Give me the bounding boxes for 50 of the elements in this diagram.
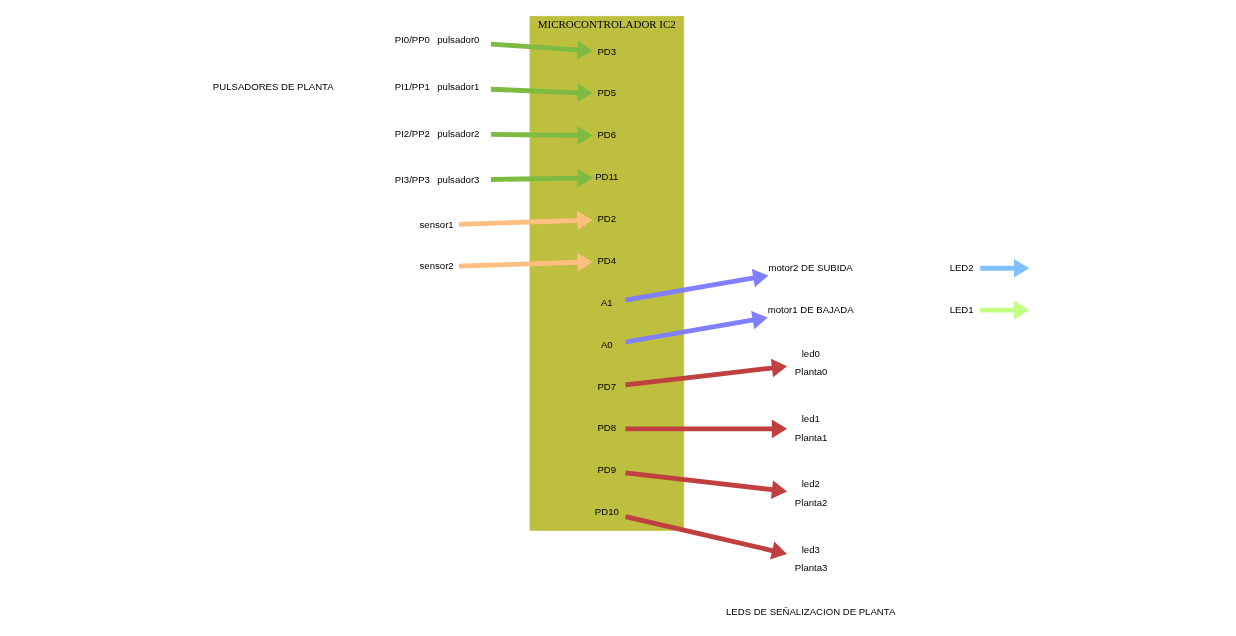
- node-text: LED1: [949, 303, 974, 315]
- node-text: led1: [801, 413, 820, 425]
- node-text: motor1 DE BAJADA: [767, 303, 854, 315]
- arrow: [458, 211, 593, 230]
- node-text: PD3: [597, 45, 617, 57]
- node-text: PD2: [597, 213, 617, 225]
- arrow: [490, 83, 593, 103]
- node-text: PD10: [594, 506, 619, 518]
- node-text: LED2: [949, 261, 974, 273]
- arrow: [625, 470, 788, 499]
- node-label: PI2/PP2: [394, 127, 430, 139]
- arrow: [490, 40, 593, 60]
- node-label: PI3/PP3: [394, 174, 430, 186]
- node-text: pulsador1: [437, 80, 480, 92]
- node-label: Planta1: [794, 431, 828, 443]
- arrow: [624, 514, 787, 560]
- arrow: [458, 253, 593, 272]
- node-text: A0: [600, 338, 613, 350]
- node-text: pulsador2: [437, 127, 480, 139]
- node-text: PD4: [597, 254, 617, 266]
- node-label: Planta0: [794, 366, 828, 378]
- node-text: PD7: [597, 380, 617, 392]
- arrow: [625, 268, 769, 303]
- node-text: sensor1: [419, 218, 454, 230]
- node-text: A1: [600, 296, 613, 308]
- node-text: PD9: [597, 464, 617, 476]
- node-label: PI0/PP0: [394, 34, 430, 46]
- node-text: PD11: [595, 171, 619, 183]
- node-text: PD8: [597, 422, 617, 434]
- arrow: [980, 300, 1030, 320]
- node-label: Planta2: [794, 496, 828, 508]
- node-text: led2: [801, 478, 820, 490]
- label: PULSADORES DE PLANTA: [212, 80, 334, 92]
- node-text: led0: [801, 347, 820, 359]
- node-text: sensor2: [419, 260, 454, 272]
- arrow: [625, 358, 788, 388]
- arrow: [625, 419, 788, 439]
- node-text: led3: [801, 543, 820, 555]
- arrow: [625, 310, 768, 345]
- arrow: [980, 258, 1030, 278]
- node-text: motor2 DE SUBIDA: [768, 261, 853, 273]
- label: LEDS DE SEÑALIZACION DE PLANTA: [725, 606, 896, 618]
- node-label: PI1/PP1: [394, 80, 430, 92]
- node-text: PD6: [597, 129, 617, 141]
- node-text: pulsador0: [437, 34, 480, 46]
- node-text: pulsador3: [437, 174, 480, 186]
- node-label: Planta3: [794, 562, 828, 574]
- node-text: PD5: [597, 87, 617, 99]
- arrow: [490, 126, 593, 145]
- arrow: [490, 168, 593, 188]
